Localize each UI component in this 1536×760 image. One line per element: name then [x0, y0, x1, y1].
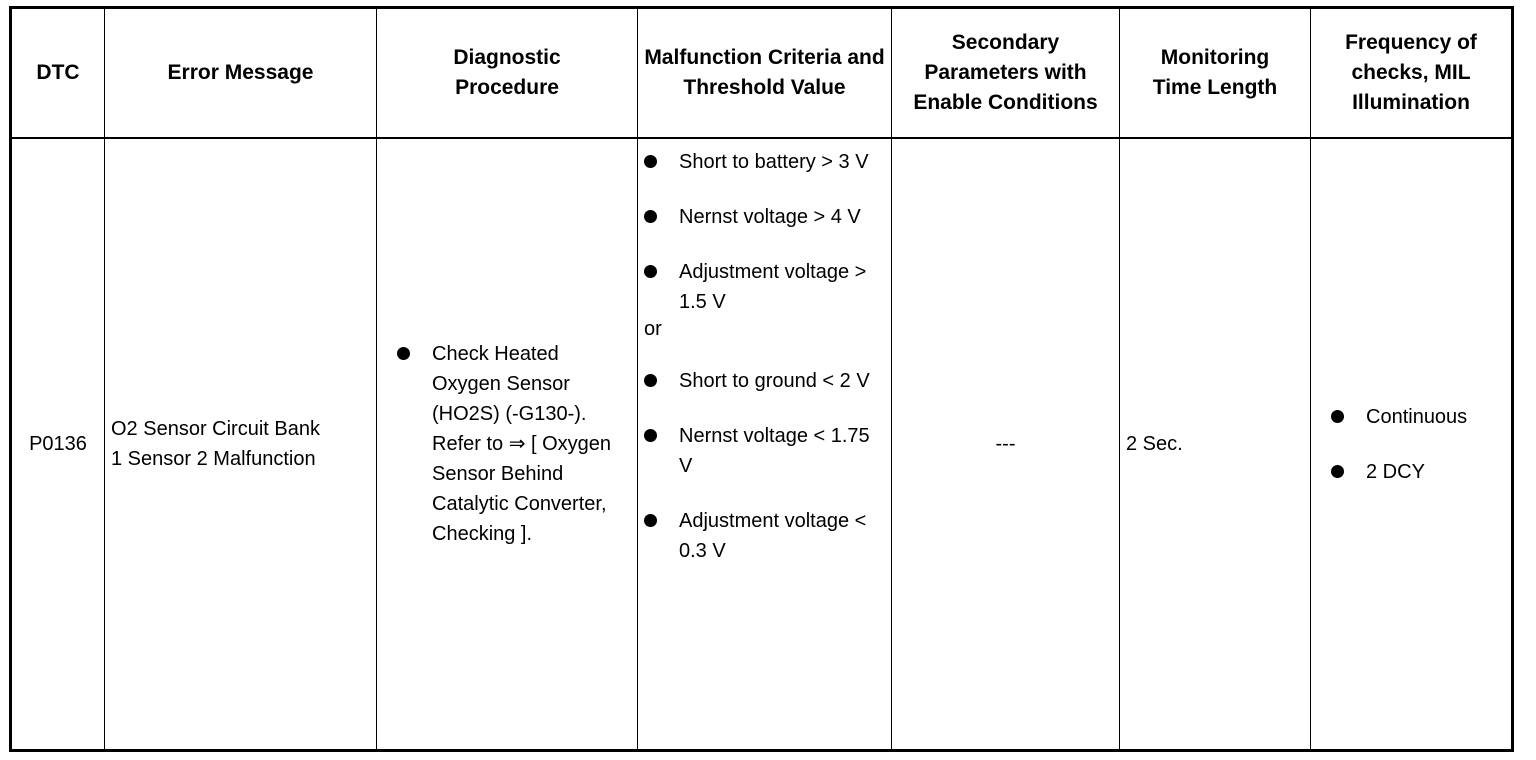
cell-diagnostic-procedure: Check Heated Oxygen Sensor (HO2S) (-G130…: [376, 137, 638, 751]
bullet-icon: [397, 347, 410, 360]
frequency-text: Continuous: [1366, 405, 1468, 428]
procedure-list: Check Heated Oxygen Sensor (HO2S) (-G130…: [397, 339, 631, 549]
list-item: Short to battery > 3 V: [644, 147, 885, 177]
cell-malfunction-criteria: Short to battery > 3 V Nernst voltage > …: [637, 137, 892, 751]
list-item: Nernst voltage > 4 V: [644, 202, 885, 232]
bullet-icon: [644, 155, 657, 168]
bullet-icon: [1331, 409, 1344, 423]
header-frequency-text: Frequency of checks, MIL Illumination: [1345, 31, 1477, 114]
list-item: Check Heated Oxygen Sensor (HO2S) (-G130…: [397, 339, 631, 549]
cell-frequency: Continuous 2 DCY: [1310, 137, 1513, 751]
header-monitoring-time: Monitoring Time Length: [1119, 7, 1311, 139]
header-monitoring-time-text: Monitoring Time Length: [1152, 46, 1278, 99]
frequency-list: Continuous 2 DCY: [1331, 402, 1505, 487]
dtc-table: DTC Error Message Diagnostic Procedure M…: [9, 6, 1514, 752]
criteria-list-1: Short to battery > 3 V Nernst voltage > …: [644, 147, 885, 317]
criteria-text: Short to ground < 2 V: [679, 370, 870, 392]
procedure-text: Check Heated Oxygen Sensor (HO2S) (-G130…: [432, 343, 612, 545]
criteria-text: Nernst voltage < 1.75 V: [679, 425, 870, 477]
bullet-icon: [644, 210, 657, 223]
header-dtc: DTC: [10, 7, 105, 139]
bullet-icon: [644, 265, 657, 278]
bullet-icon: [1331, 464, 1344, 478]
frequency-text: 2 DCY: [1366, 460, 1425, 483]
cell-error-message: O2 Sensor Circuit Bank 1 Sensor 2 Malfun…: [104, 137, 377, 751]
bullet-icon: [644, 374, 657, 387]
list-item: Adjustment voltage > 1.5 V: [644, 257, 885, 317]
cell-monitoring-time: 2 Sec.: [1119, 137, 1311, 751]
header-malfunction-criteria-text: Malfunction Criteria and Threshold Value: [644, 46, 885, 99]
criteria-text: Adjustment voltage < 0.3 V: [679, 510, 867, 562]
table-row: P0136 O2 Sensor Circuit Bank 1 Sensor 2 …: [10, 137, 1513, 751]
header-row: DTC Error Message Diagnostic Procedure M…: [10, 7, 1513, 139]
header-malfunction-criteria: Malfunction Criteria and Threshold Value: [637, 7, 892, 139]
error-message-text: O2 Sensor Circuit Bank 1 Sensor 2 Malfun…: [111, 418, 320, 470]
list-item: Short to ground < 2 V: [644, 366, 885, 396]
list-item: Nernst voltage < 1.75 V: [644, 421, 885, 481]
criteria-list-2: Short to ground < 2 V Nernst voltage < 1…: [644, 366, 885, 566]
header-secondary-parameters: Secondary Parameters with Enable Conditi…: [891, 7, 1120, 139]
list-item: Adjustment voltage < 0.3 V: [644, 506, 885, 566]
criteria-text: Nernst voltage > 4 V: [679, 206, 861, 228]
criteria-text: Adjustment voltage > 1.5 V: [679, 261, 867, 313]
criteria-text: Short to battery > 3 V: [679, 151, 869, 173]
header-secondary-parameters-text: Secondary Parameters with Enable Conditi…: [913, 31, 1098, 114]
list-item: Continuous: [1331, 402, 1505, 432]
bullet-icon: [644, 429, 657, 442]
header-error-message: Error Message: [104, 7, 377, 139]
cell-dtc: P0136: [10, 137, 105, 751]
list-item: 2 DCY: [1331, 457, 1505, 487]
header-diagnostic-procedure: Diagnostic Procedure: [376, 7, 638, 139]
bullet-icon: [644, 514, 657, 527]
cell-secondary-parameters: ---: [891, 137, 1120, 751]
header-frequency: Frequency of checks, MIL Illumination: [1310, 7, 1513, 139]
criteria-separator: or: [644, 318, 662, 340]
header-diagnostic-procedure-text: Diagnostic Procedure: [453, 46, 561, 99]
